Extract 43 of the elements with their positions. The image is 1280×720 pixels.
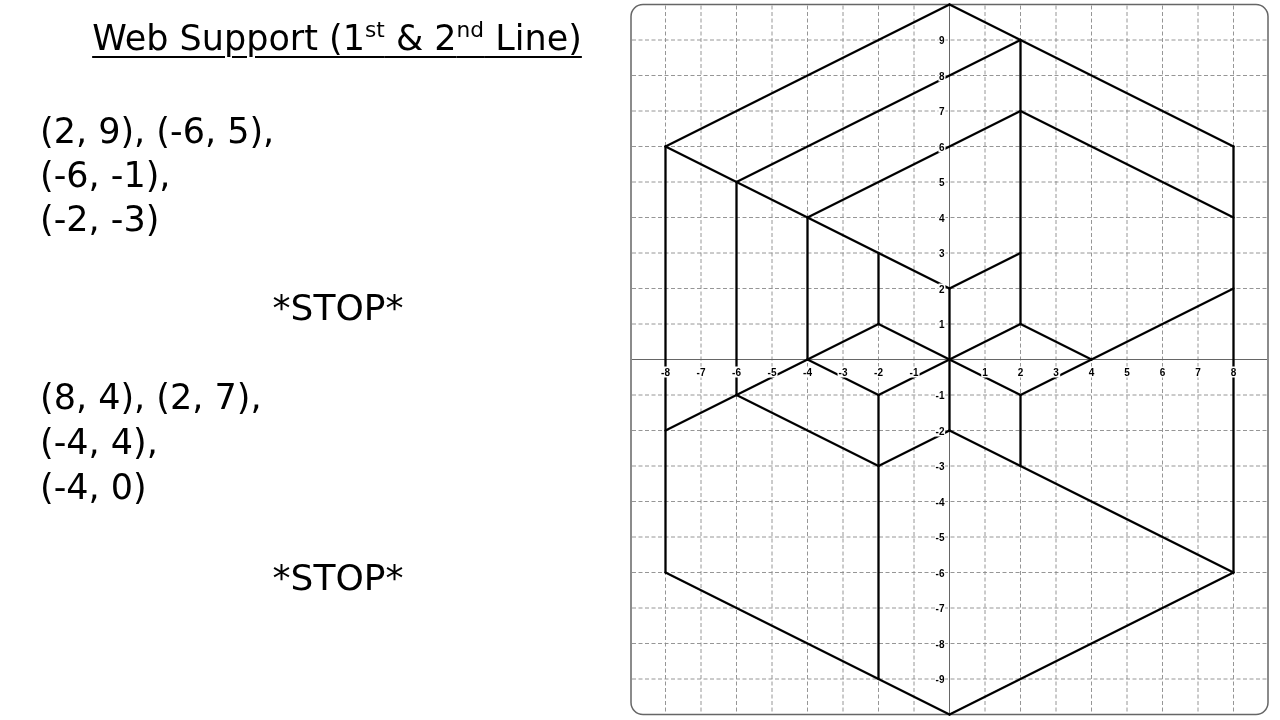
x-axis-tick-label: -7 <box>695 366 707 377</box>
y-axis-tick-label: -9 <box>934 673 946 685</box>
coordinate-list-text: (-6, -1), <box>40 154 171 197</box>
y-axis-tick-label: -2 <box>934 425 946 436</box>
coordinate-list-text: (-4, 0) <box>40 466 147 509</box>
x-axis-tick-label: -4 <box>802 366 813 377</box>
x-axis-tick-label: 1 <box>981 366 989 377</box>
x-axis-tick-label: 3 <box>1052 366 1060 377</box>
y-axis-tick-label: 3 <box>937 247 946 259</box>
coordinate-list-text: (-2, -3) <box>40 198 160 241</box>
y-axis-tick-label: -4 <box>934 496 946 507</box>
y-axis-tick-label: 7 <box>937 105 946 117</box>
x-axis-tick-label: -2 <box>873 366 884 377</box>
y-axis-tick-label: -3 <box>934 460 946 472</box>
y-axis-tick-label: -7 <box>934 602 946 614</box>
stop-instruction: *STOP* <box>272 556 404 600</box>
x-axis-tick-label: -6 <box>731 366 742 377</box>
y-axis-tick-label: 4 <box>937 212 946 223</box>
x-axis-tick-label: 5 <box>1123 366 1131 377</box>
x-axis-tick-label: -1 <box>908 366 920 377</box>
page-title: Web Support (1$^{st}$ & 2$^{nd}$ Line) <box>92 16 582 60</box>
coordinate-list-text: (2, 9), (-6, 5), <box>40 110 275 153</box>
y-axis-tick-label: -1 <box>934 389 946 401</box>
y-axis-tick-label: 5 <box>937 176 946 188</box>
coordinate-list-text: (-4, 4), <box>40 421 158 464</box>
y-axis-tick-label: 1 <box>937 318 946 330</box>
x-axis-tick-label: 2 <box>1016 366 1025 377</box>
x-axis-tick-label: 8 <box>1229 366 1238 377</box>
coordinate-list-text: (8, 4), (2, 7), <box>40 376 262 419</box>
y-axis-tick-label: 8 <box>937 70 946 81</box>
x-axis-tick-label: 7 <box>1194 366 1202 377</box>
y-axis-tick-label: -6 <box>934 567 946 578</box>
x-axis-tick-label: 4 <box>1087 366 1096 377</box>
x-axis-tick-label: 6 <box>1158 366 1167 377</box>
stop-instruction: *STOP* <box>272 286 404 330</box>
y-axis-tick-label: 9 <box>937 34 946 46</box>
y-axis-tick-label: -5 <box>934 531 946 543</box>
x-axis-tick-label: -8 <box>660 366 671 377</box>
x-axis-tick-label: -3 <box>837 366 849 377</box>
x-axis-tick-label: -5 <box>766 366 778 377</box>
y-axis-tick-label: 6 <box>937 141 946 152</box>
y-axis-tick-label: 2 <box>937 283 946 294</box>
y-axis-tick-label: -8 <box>934 638 946 649</box>
